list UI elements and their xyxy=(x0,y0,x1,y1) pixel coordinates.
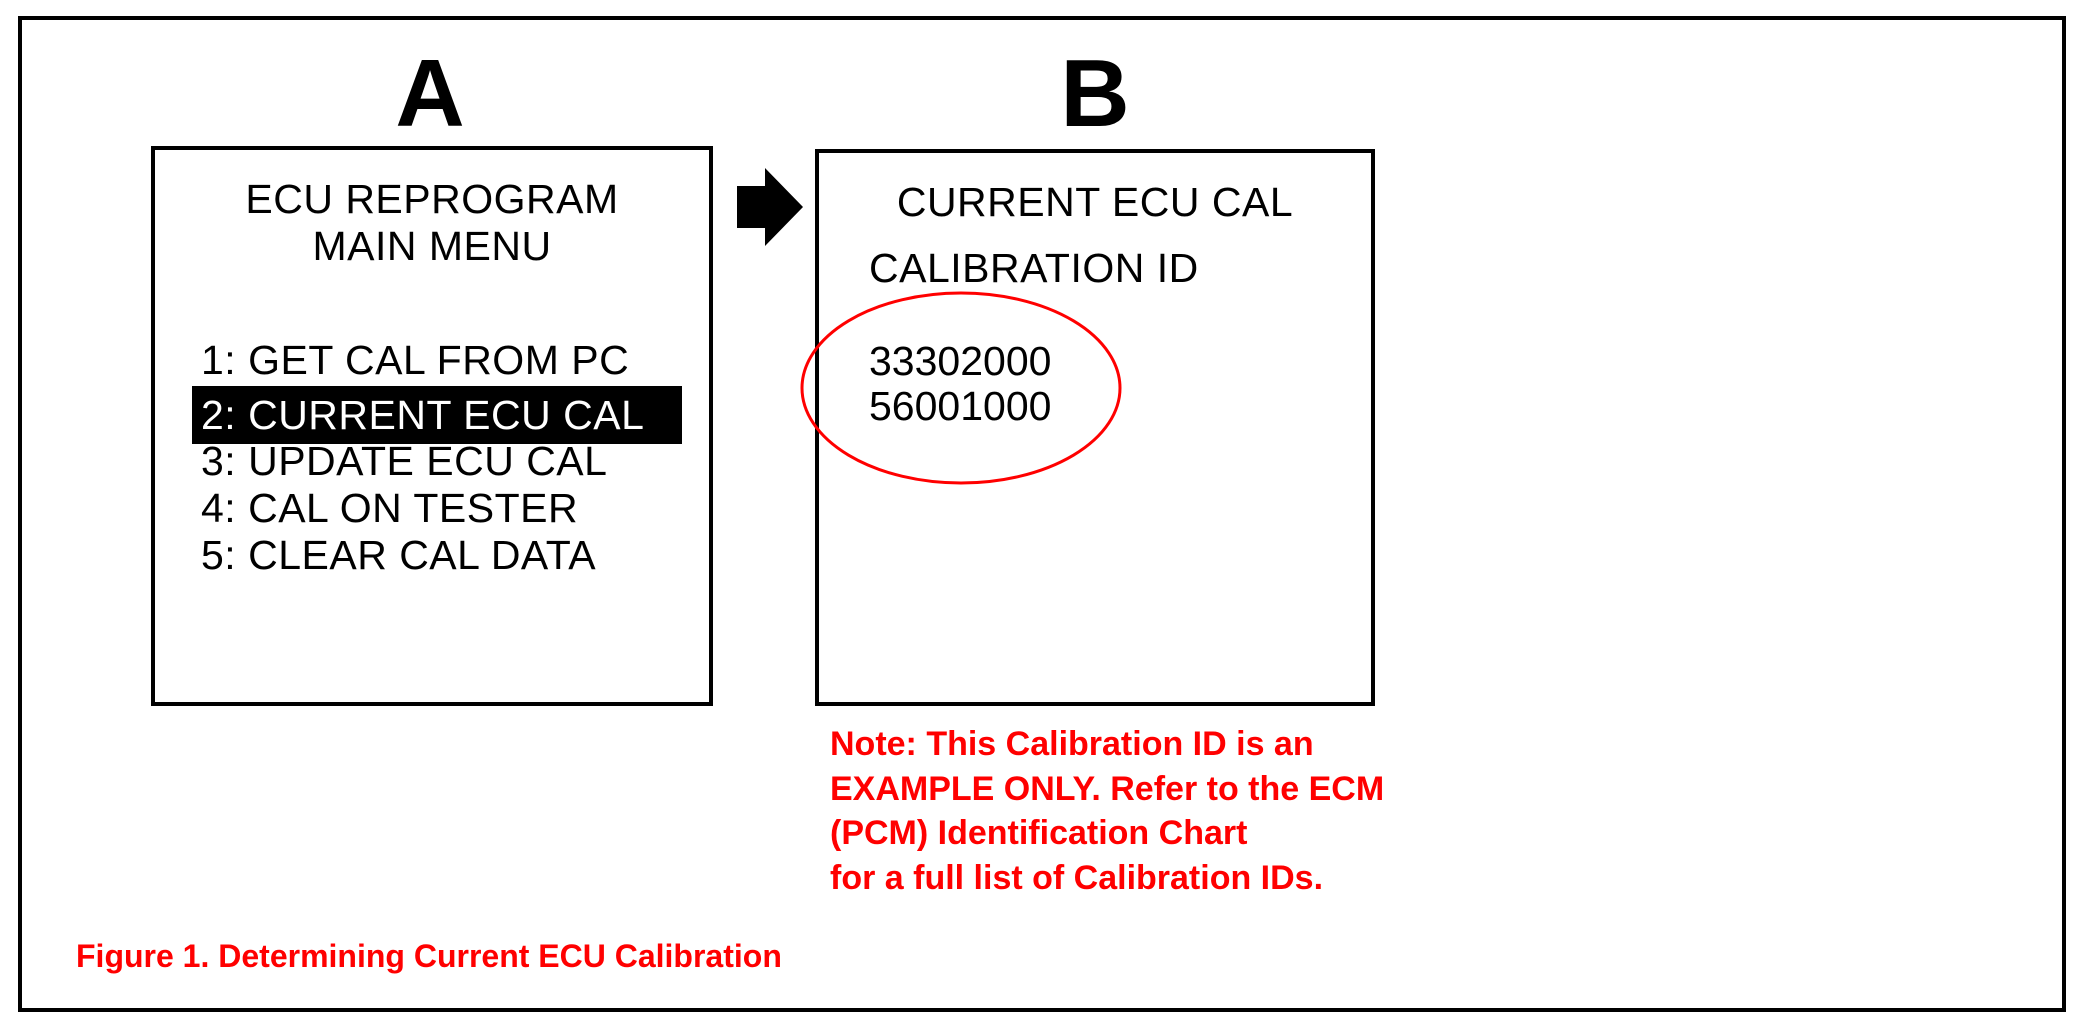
menu-item-cal-on-tester[interactable]: 4: CAL ON TESTER xyxy=(201,485,579,531)
current-ecu-cal-title: CURRENT ECU CAL xyxy=(896,179,1294,225)
main-menu-title: ECU REPROGRAM MAIN MENU xyxy=(155,176,709,270)
note-line-3: (PCM) Identification Chart xyxy=(830,814,1248,852)
main-menu-title-line-2: MAIN MENU xyxy=(312,223,552,269)
screen-b-current-ecu-cal: CURRENT ECU CAL CALIBRATION ID 33302000 … xyxy=(815,149,1375,706)
note-line-2: EXAMPLE ONLY. Refer to the ECM xyxy=(830,769,1385,808)
note-line-1: Note: This Calibration ID is an xyxy=(830,725,1314,763)
figure-frame xyxy=(18,16,2066,1012)
calibration-id-label: CALIBRATION ID xyxy=(869,245,1199,291)
panel-b-letter: B xyxy=(1060,40,1130,147)
menu-item-current-ecu-cal[interactable]: 2: CURRENT ECU CAL xyxy=(192,386,682,444)
main-menu-title-line-1: ECU REPROGRAM xyxy=(245,176,619,222)
menu-item-update-ecu-cal[interactable]: 3: UPDATE ECU CAL xyxy=(201,438,608,484)
calibration-id-value-2: 56001000 xyxy=(869,383,1052,429)
calibration-id-value-1: 33302000 xyxy=(869,338,1052,384)
figure-caption: Figure 1. Determining Current ECU Calibr… xyxy=(76,938,782,974)
menu-item-clear-cal-data[interactable]: 5: CLEAR CAL DATA xyxy=(201,532,597,578)
highlight-circle xyxy=(800,291,1122,485)
note-line-4: for a full list of Calibration IDs. xyxy=(830,858,1324,897)
screen-a-main-menu: ECU REPROGRAM MAIN MENU 1: GET CAL FROM … xyxy=(151,146,713,706)
right-arrow-icon xyxy=(737,168,803,246)
panel-a-letter: A xyxy=(395,40,465,147)
menu-item-get-cal-from-pc[interactable]: 1: GET CAL FROM PC xyxy=(201,337,630,383)
calibration-note: Note: This Calibration ID is an EXAMPLE … xyxy=(830,722,1384,900)
